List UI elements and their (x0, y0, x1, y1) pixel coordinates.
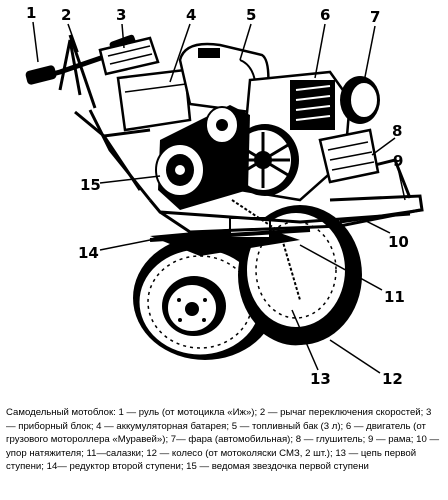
callout-5: 5 (246, 6, 256, 24)
chain (231, 199, 301, 301)
callout-15: 15 (80, 176, 101, 194)
callout-12: 12 (382, 370, 403, 388)
reducer (149, 217, 311, 256)
callout-11: 11 (384, 288, 405, 306)
instrument-block (98, 36, 160, 76)
callout-2: 2 (61, 6, 71, 24)
motoblock-illustration: 1 2 3 4 5 6 7 8 9 10 11 12 13 14 15 (25, 4, 424, 388)
callout-8: 8 (392, 122, 402, 140)
callout-13: 13 (310, 370, 331, 388)
leader-lines (32, 21, 406, 374)
callout-4: 4 (186, 6, 196, 24)
callout-14: 14 (78, 244, 99, 262)
headlight (340, 76, 380, 124)
gear-lever (68, 34, 97, 109)
callout-1: 1 (26, 4, 36, 22)
callout-7: 7 (370, 8, 380, 26)
callout-3: 3 (116, 6, 126, 24)
callout-9: 9 (393, 152, 403, 170)
figure-caption: Самодельный мотоблок: 1 — руль (от мотоц… (6, 407, 440, 473)
driven-sprocket (155, 105, 250, 210)
callout-10: 10 (388, 233, 409, 251)
callout-6: 6 (320, 6, 330, 24)
battery (116, 68, 192, 132)
muffler (318, 128, 380, 184)
